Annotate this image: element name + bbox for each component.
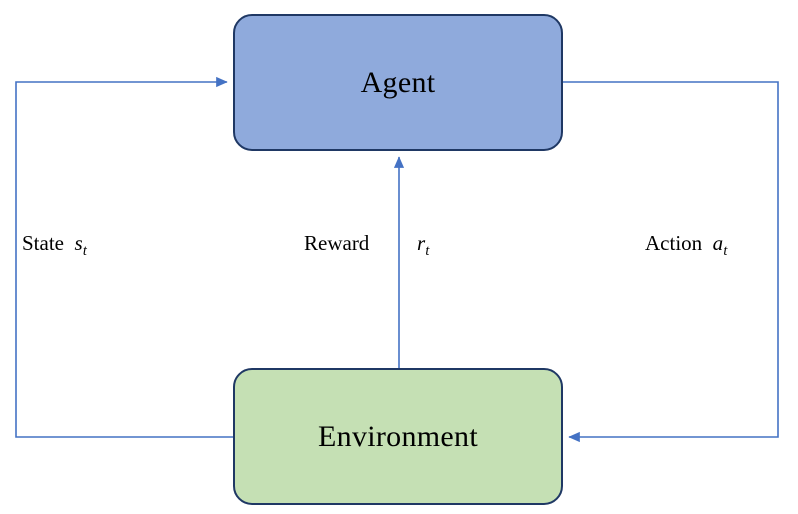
edge-state-arrow (15, 76, 233, 438)
edge-label-reward-subscript: t (425, 242, 430, 259)
node-environment[interactable]: Environment (233, 368, 563, 505)
edge-label-state-symbol: s (74, 231, 83, 255)
edge-label-state-text: State (22, 231, 64, 255)
edge-label-reward-symbol: r (417, 231, 426, 255)
edge-label-reward-var-group: rt (417, 231, 429, 258)
edge-label-reward: Reward (304, 233, 369, 254)
edge-label-action-subscript: t (723, 242, 728, 259)
edge-label-action: Action at (645, 233, 727, 258)
edge-label-action-text: Action (645, 231, 703, 255)
edge-label-state-variable: st (74, 231, 87, 258)
edge-label-reward-text: Reward (304, 231, 370, 255)
node-environment-label: Environment (318, 419, 478, 453)
edge-label-action-variable: at (712, 231, 728, 258)
edge-label-reward-variable: rt (417, 233, 429, 258)
edge-action-arrow (563, 81, 779, 443)
edge-label-action-symbol: a (712, 231, 724, 255)
node-agent[interactable]: Agent (233, 14, 563, 151)
node-agent-label: Agent (360, 65, 436, 99)
edge-label-state: State st (22, 233, 87, 258)
edge-label-state-subscript: t (82, 242, 87, 259)
